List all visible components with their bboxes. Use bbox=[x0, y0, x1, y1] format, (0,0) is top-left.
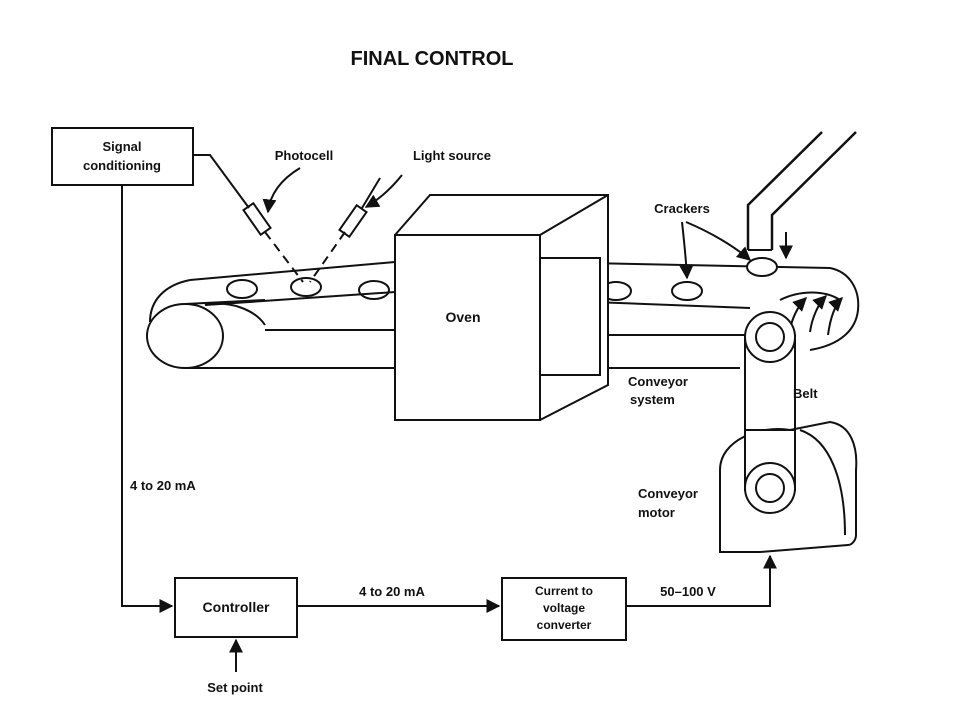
photocell-sensor bbox=[193, 154, 403, 283]
detected-cracker bbox=[290, 277, 322, 297]
converter-label-1: Current to bbox=[535, 584, 593, 598]
converter-label-3: converter bbox=[537, 618, 592, 632]
conveyor-system-label-2: system bbox=[630, 392, 675, 407]
diagram-title: FINAL CONTROL bbox=[351, 48, 514, 70]
light-source-label: Light source bbox=[413, 148, 491, 163]
controller-label: Controller bbox=[203, 599, 270, 615]
oven-label: Oven bbox=[445, 309, 480, 325]
light-source bbox=[338, 203, 368, 239]
oven: Oven bbox=[394, 194, 609, 421]
conveyor-motor-label-2: motor bbox=[638, 505, 675, 520]
converter-block: Current to voltage converter bbox=[501, 577, 627, 641]
signal-conditioning-block: Signal conditioning bbox=[51, 127, 194, 186]
converter-label-2: voltage bbox=[543, 601, 585, 615]
signal-left-label: 4 to 20 mA bbox=[130, 478, 196, 493]
left-roller bbox=[146, 303, 224, 369]
motor-drive-line bbox=[626, 554, 777, 607]
photocell bbox=[242, 201, 272, 237]
drive-assembly bbox=[719, 311, 858, 553]
cracker-chute bbox=[746, 131, 857, 277]
conveyor-system-label-1: Conveyor bbox=[628, 374, 688, 389]
falling-cracker bbox=[746, 257, 778, 277]
signal-mid-label: 4 to 20 mA bbox=[359, 584, 425, 599]
signal-conditioning-label-1: Signal bbox=[102, 139, 141, 154]
set-point-label: Set point bbox=[207, 680, 263, 695]
feedback-line bbox=[121, 185, 174, 613]
voltage-label: 50–100 V bbox=[660, 584, 716, 599]
crackers-label: Crackers bbox=[654, 201, 710, 216]
signal-conditioning-label-2: conditioning bbox=[83, 158, 161, 173]
controller-block: Controller bbox=[174, 577, 298, 638]
conveyor-motor-label-1: Conveyor bbox=[638, 486, 698, 501]
photocell-label: Photocell bbox=[275, 148, 334, 163]
belt-label: Belt bbox=[793, 386, 818, 401]
